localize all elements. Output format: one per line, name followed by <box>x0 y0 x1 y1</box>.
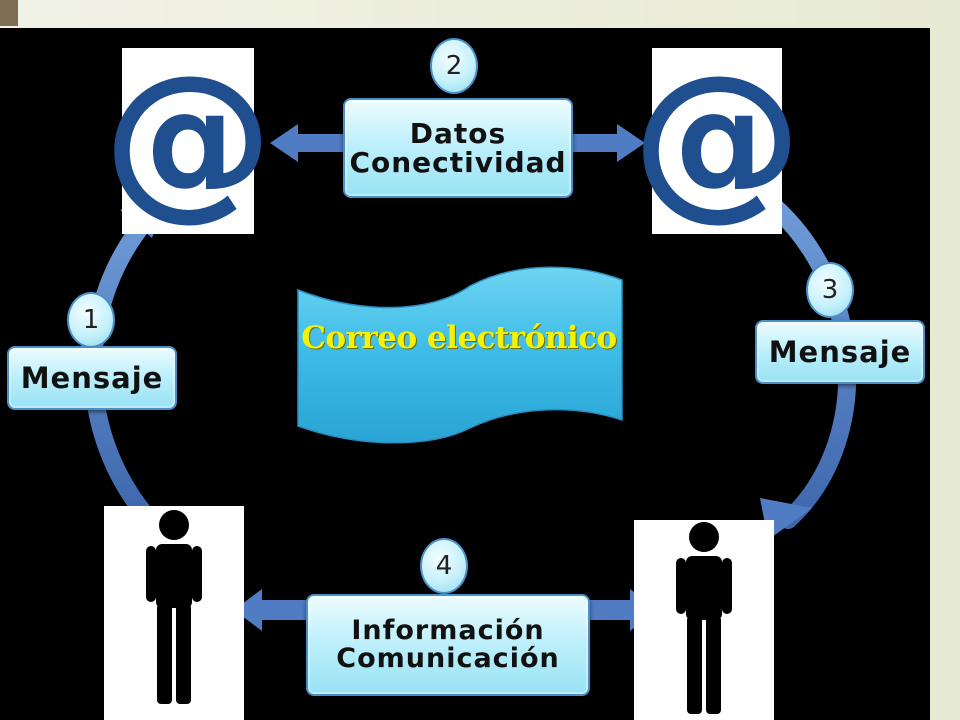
step-label-3: Mensaje <box>755 320 925 384</box>
step-label-line: Mensaje <box>20 360 164 395</box>
person-panel-left <box>104 506 244 720</box>
step-number: 2 <box>445 51 463 81</box>
step-badge-4: 4 <box>420 538 468 594</box>
diagram-title: Correo electrónico <box>301 320 617 356</box>
step-label-line: Mensaje <box>768 334 912 369</box>
step-badge-3: 3 <box>806 262 854 318</box>
arrow-top-left <box>270 124 345 162</box>
step-label-line: Comunicación <box>336 643 560 674</box>
step-number: 1 <box>82 305 100 335</box>
step-label-line: Conectividad <box>349 146 567 179</box>
email-panel-left <box>122 48 254 234</box>
arrow-top-right <box>570 124 645 162</box>
arrow-bottom-left <box>234 589 306 631</box>
person-icon <box>146 510 202 704</box>
at-sign-icon: @ <box>632 39 802 237</box>
at-sign-icon: @ <box>103 39 273 237</box>
step-label-2: Datos Conectividad <box>343 98 573 198</box>
step-label-4: Información Comunicación <box>306 594 590 696</box>
person-icon <box>676 522 732 714</box>
corner-decoration <box>0 0 18 26</box>
step-number: 3 <box>821 275 839 305</box>
diagram-slide: @ @ 2 <box>0 28 930 720</box>
step-label-line: Información <box>351 614 545 646</box>
step-number: 4 <box>435 551 453 581</box>
title-banner <box>297 266 623 444</box>
step-badge-1: 1 <box>67 292 115 348</box>
step-badge-2: 2 <box>430 38 478 94</box>
email-panel-right <box>652 48 782 234</box>
step-label-line: Datos <box>409 116 507 150</box>
diagram-canvas: @ @ <box>84 39 857 720</box>
step-label-1: Mensaje <box>7 346 177 410</box>
